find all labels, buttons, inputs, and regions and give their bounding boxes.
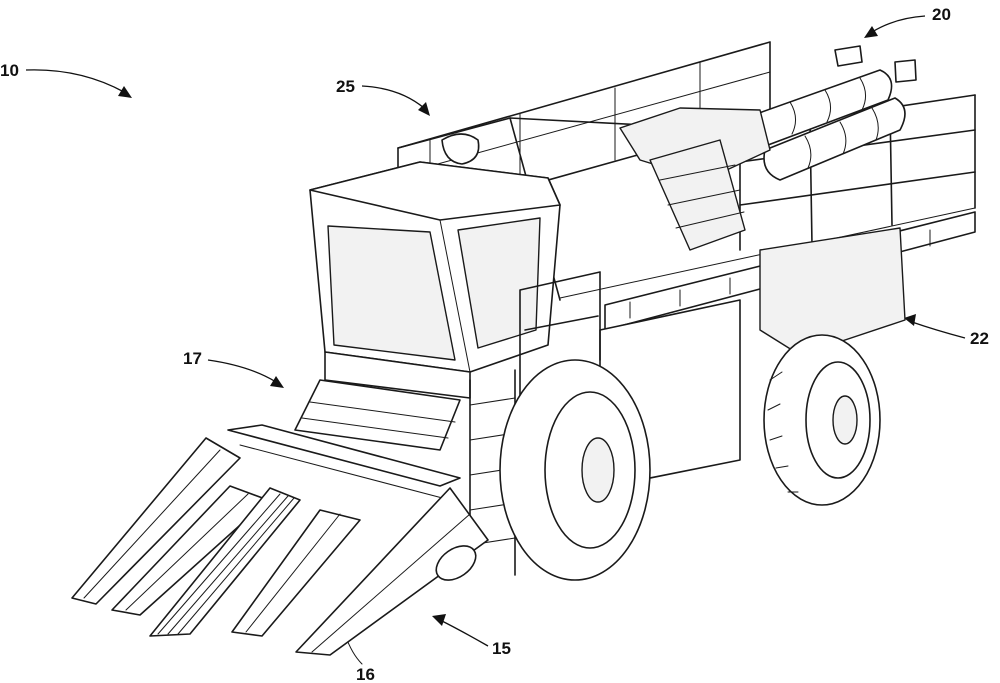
leader-arrow-15 <box>440 620 488 646</box>
label-group-17: 17 <box>183 349 284 388</box>
arrowhead-10 <box>118 86 132 98</box>
label-group-22: 22 <box>904 314 989 348</box>
leader-arrow-22 <box>912 322 965 338</box>
rear-wheel <box>764 335 880 505</box>
cab <box>310 162 560 398</box>
reference-label-22: 22 <box>970 329 989 348</box>
front-wheel <box>500 360 650 580</box>
arrowhead-20 <box>864 26 878 38</box>
leader-arrow-10 <box>26 70 124 92</box>
arrowhead-22 <box>904 314 916 326</box>
leader-arrow-17 <box>208 360 276 382</box>
reference-label-10: 10 <box>0 61 19 80</box>
label-group-25: 25 <box>336 77 430 116</box>
arrowhead-17 <box>270 376 284 388</box>
reference-label-17: 17 <box>183 349 202 368</box>
reference-label-16: 16 <box>356 665 375 683</box>
reference-label-25: 25 <box>336 77 355 96</box>
rear-hub <box>833 396 857 444</box>
label-group-10: 10 <box>0 61 132 98</box>
label-group-15: 15 <box>432 614 511 658</box>
reference-label-20: 20 <box>932 5 951 24</box>
leader-arrow-20 <box>872 16 925 32</box>
reference-label-15: 15 <box>492 639 511 658</box>
label-group-20: 20 <box>864 5 951 38</box>
front-hub <box>582 438 614 502</box>
leader-arrow-25 <box>362 86 424 108</box>
arrowhead-15 <box>432 614 446 626</box>
